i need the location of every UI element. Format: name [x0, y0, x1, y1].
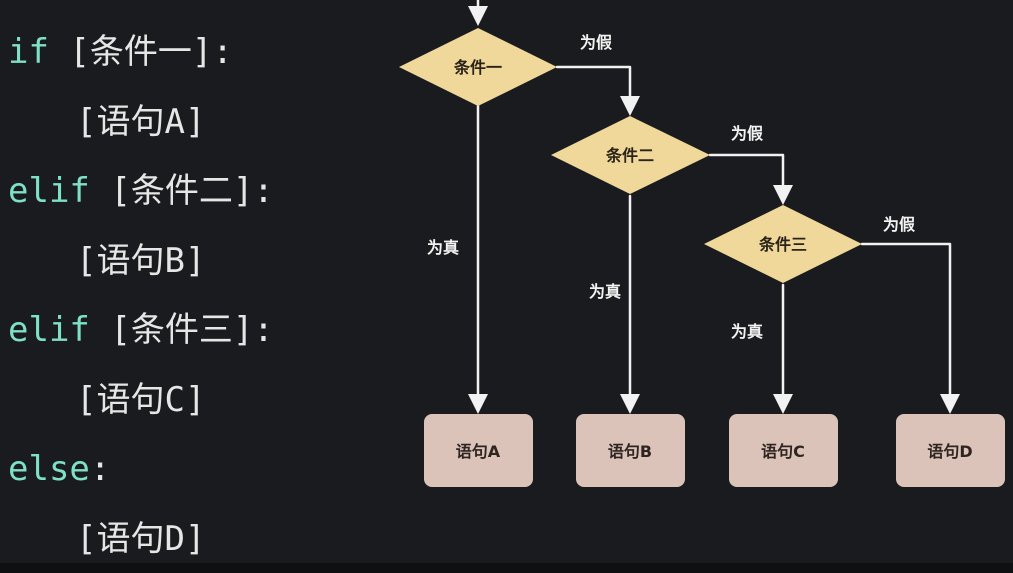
condition-1-label: 条件一: [453, 58, 502, 77]
statement-a-node: 语句A: [424, 414, 533, 487]
keyword-elif-2: elif: [8, 310, 90, 350]
true-label-1: 为真: [427, 238, 459, 257]
arrow-cond3-false: [860, 242, 960, 414]
condition-1-node: 条件一: [399, 28, 557, 106]
statement-d-node: 语句D: [896, 414, 1005, 487]
statement-b-node: 语句B: [576, 414, 685, 487]
statement-d-label: 语句D: [927, 442, 972, 461]
bottom-strip: [0, 563, 1013, 573]
false-label-3: 为假: [883, 215, 916, 234]
keyword-elif-1: elif: [8, 171, 90, 211]
true-label-2: 为真: [589, 282, 621, 301]
code-line-elif-2: elif [条件三]:: [8, 310, 274, 350]
code-line-elif-1: elif [条件二]:: [8, 171, 274, 211]
arrow-cond2-false: [708, 153, 793, 205]
statement-a-box: [424, 414, 533, 487]
statement-a-label: 语句A: [456, 442, 501, 461]
true-label-3: 为真: [731, 322, 763, 341]
statement-b-label: 语句B: [608, 442, 652, 461]
statement-c-node: 语句C: [729, 414, 838, 487]
code-line-if: if [条件一]:: [8, 32, 233, 72]
code-line-statement-d: [语句D]: [76, 519, 206, 559]
false-label-2: 为假: [731, 124, 764, 143]
condition-2-code: [条件二]:: [89, 171, 274, 211]
arrow-cond1-false: [555, 65, 640, 116]
code-line-statement-c: [语句C]: [76, 380, 206, 420]
statement-b-box: [576, 414, 685, 487]
keyword-else: else: [8, 449, 90, 489]
condition-1-diamond: [399, 28, 557, 106]
code-line-statement-b: [语句B]: [76, 241, 206, 281]
statement-c-box: [729, 414, 838, 487]
false-label-1: 为假: [580, 33, 613, 52]
keyword-if: if: [8, 32, 49, 72]
condition-3-diamond: [704, 205, 862, 283]
statement-d-box: [896, 414, 1005, 487]
condition-3-node: 条件三: [704, 205, 862, 283]
else-colon: :: [89, 449, 111, 489]
code-line-statement-a: [语句A]: [76, 102, 206, 142]
statement-c-label: 语句C: [761, 442, 805, 461]
condition-3-code: [条件三]:: [89, 310, 274, 350]
condition-2-label: 条件二: [605, 146, 654, 165]
condition-3-label: 条件三: [758, 235, 807, 254]
condition-2-node: 条件二: [551, 116, 710, 194]
code-line-else: else:: [8, 449, 110, 489]
condition-2-diamond: [551, 116, 710, 194]
condition-1-code: [条件一]:: [48, 32, 233, 72]
